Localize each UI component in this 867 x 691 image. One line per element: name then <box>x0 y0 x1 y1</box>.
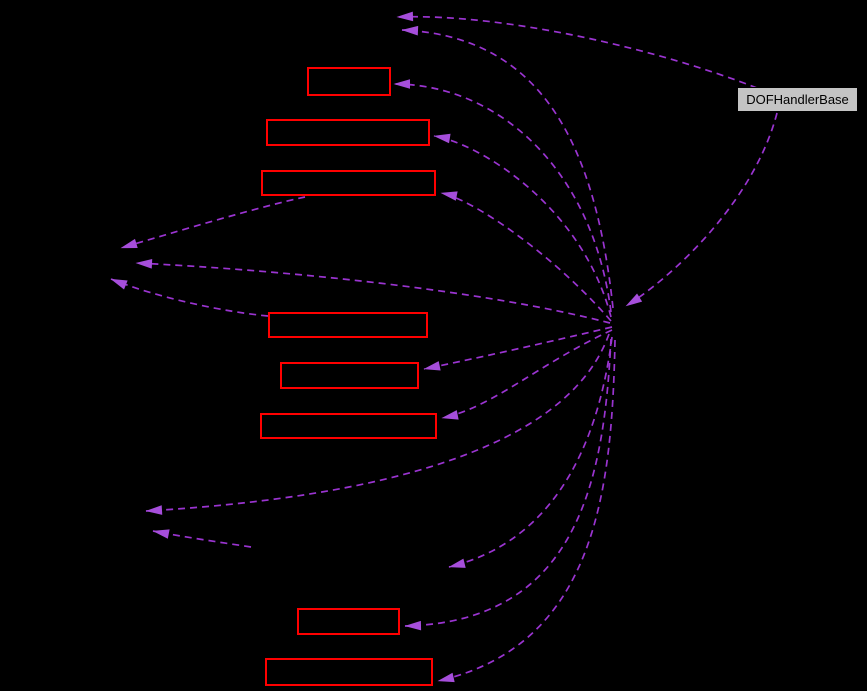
class-box-3[interactable] <box>261 170 436 196</box>
edge-dofhandlerbase-to-top-node <box>396 11 758 89</box>
class-box-8[interactable] <box>265 658 433 686</box>
edge-center-node-to-class-box-7 <box>404 338 612 631</box>
class-box-2[interactable] <box>266 119 430 146</box>
edge-center-node-to-class-box-6 <box>441 329 613 420</box>
edge-center-node-to-class-box-1 <box>393 79 612 313</box>
edge-mid-bottom-node-to-lower-left-node-2 <box>152 529 252 548</box>
edge-center-node-to-class-box-2 <box>433 133 612 318</box>
edge-class-box-3-to-left-node-1 <box>120 196 306 249</box>
class-box-1[interactable] <box>307 67 391 96</box>
class-box-6[interactable] <box>260 413 437 439</box>
class-box-7[interactable] <box>297 608 400 635</box>
edge-center-node-to-mid-bottom-node <box>448 336 613 568</box>
edge-center-node-to-class-box-8 <box>437 339 616 683</box>
edge-center-node-to-top-node <box>401 25 614 309</box>
edge-dofhandlerbase-to-center-node <box>625 112 778 307</box>
edge-center-node-to-class-box-5 <box>423 326 613 371</box>
edge-class-box-4-to-left-node-3 <box>110 278 269 317</box>
class-box-4[interactable] <box>268 312 428 338</box>
class-box-5[interactable] <box>280 362 419 389</box>
node-dofhandlerbase[interactable]: DOFHandlerBase <box>737 87 858 112</box>
node-dofhandlerbase-label: DOFHandlerBase <box>746 92 849 107</box>
edge-center-node-to-lower-left-node-1 <box>145 333 610 515</box>
